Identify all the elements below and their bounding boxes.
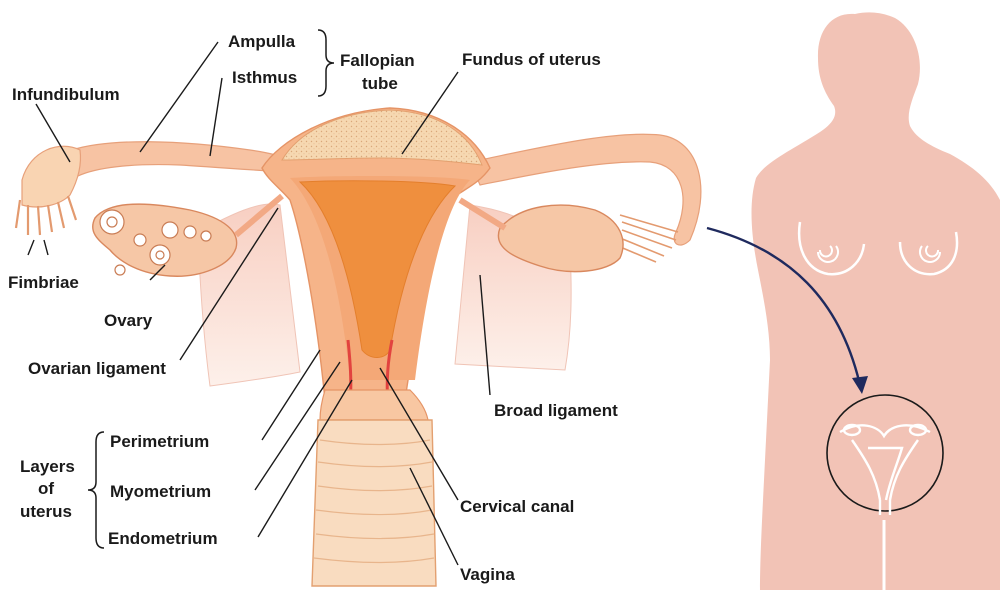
label-ovarian-ligament: Ovarian ligament	[28, 359, 166, 378]
fundus-of-uterus	[282, 110, 482, 165]
label-ampulla: Ampulla	[228, 32, 296, 51]
label-layers-line2: of	[38, 479, 54, 498]
label-infundibulum: Infundibulum	[12, 85, 120, 104]
inset-circle	[827, 395, 943, 511]
layers-brace	[88, 432, 104, 548]
female-silhouette	[752, 12, 1000, 590]
label-vagina: Vagina	[460, 565, 515, 584]
label-broad-ligament: Broad ligament	[494, 401, 618, 420]
left-infundibulum	[22, 146, 81, 207]
label-layers-line3: uterus	[20, 502, 72, 521]
label-perimetrium: Perimetrium	[110, 432, 209, 451]
label-fallopian-line2: tube	[362, 74, 398, 93]
label-endometrium: Endometrium	[108, 529, 218, 548]
label-myometrium: Myometrium	[110, 482, 211, 501]
label-fallopian-line1: Fallopian	[340, 51, 415, 70]
label-fundus: Fundus of uterus	[462, 50, 601, 69]
label-cervical-canal: Cervical canal	[460, 497, 574, 516]
cervix	[320, 390, 428, 420]
label-isthmus: Isthmus	[232, 68, 297, 87]
fallopian-brace	[318, 30, 334, 96]
right-fimbriae	[618, 215, 678, 262]
label-layers-line1: Layers	[20, 457, 75, 476]
label-ovary: Ovary	[104, 311, 153, 330]
label-fimbriae: Fimbriae	[8, 273, 79, 292]
silhouette-arm-gap	[753, 330, 764, 470]
